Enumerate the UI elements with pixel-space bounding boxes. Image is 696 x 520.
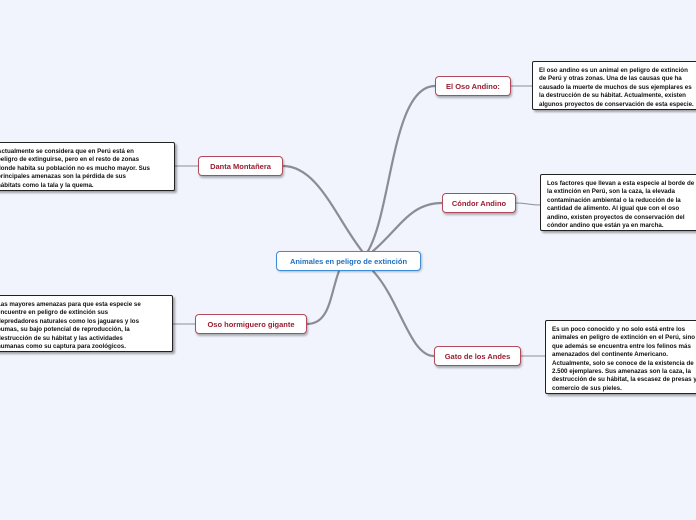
note-line: causado la muerte de muchos de sus ejemp…: [539, 83, 692, 91]
topic-oso-andino[interactable]: El Oso Andino:: [435, 76, 511, 96]
note-line: comercio de sus pieles.: [552, 384, 622, 392]
note-line: donde habita su población no es mucho ma…: [0, 164, 150, 172]
note-line: peligro de extinguirse, pero en el resto…: [0, 156, 140, 164]
connector-condor: [371, 201, 444, 253]
note-line: Es un poco conocido y no solo está entre…: [552, 326, 686, 333]
note-line: humanas como su captura para zoológicos.: [0, 343, 126, 351]
note-line: cantidad de alimento. Al igual que con e…: [547, 205, 680, 213]
note-line: de Perú y otras zonas. Una de las causas…: [539, 75, 682, 83]
note-line: principales amenazas son la pérdida de s…: [0, 173, 126, 181]
note-danta-montanera[interactable]: Actualmente se considera que en Perú est…: [0, 142, 175, 191]
note-oso-hormiguero[interactable]: Las mayores amenazas para que esta espec…: [0, 295, 173, 352]
topic-oso-andino-label: El Oso Andino:: [446, 81, 500, 91]
note-line: Los factores que llevan a esta especie a…: [547, 180, 695, 187]
topic-danta-montanera-label: Danta Montañera: [210, 161, 271, 171]
note-line: animales en peligro de extinción en el P…: [552, 334, 696, 342]
topic-gato-andes-label: Gato de los Andes: [444, 351, 511, 361]
topic-condor-andino-label: Cóndor Andino: [451, 198, 507, 208]
topic-gato-andes[interactable]: Gato de los Andes: [434, 346, 521, 366]
note-line: El oso andino es un animal en peligro de…: [539, 67, 688, 74]
note-line: algunos proyectos de conservación de est…: [539, 100, 694, 108]
note-line: la destrucción de su hábitat. Actualment…: [539, 92, 686, 100]
connector-danta: [281, 164, 364, 253]
note-line: amenazados del continente Americano.: [552, 351, 668, 359]
note-line: la extinción en Perú, son la caza, la el…: [547, 188, 675, 196]
central-topic[interactable]: Animales en peligro de extinción: [276, 251, 421, 271]
topic-oso-hormiguero[interactable]: Oso hormiguero gigante: [195, 314, 307, 334]
connector-oso-andino: [366, 84, 437, 253]
note-line: pumas, su bajo potencial de reproducción…: [0, 326, 130, 334]
topic-danta-montanera[interactable]: Danta Montañera: [198, 156, 283, 176]
note-line: cóndor andino que están ya en marcha.: [547, 222, 664, 230]
connector-condor-note: [515, 202, 541, 206]
connector-gato: [371, 269, 436, 358]
note-line: hábitats como la tala y la quema.: [0, 181, 94, 189]
note-line: destrucción de su hábitat, la escasez de…: [552, 376, 696, 384]
note-line: encuentre en peligro de extinción sus: [0, 309, 109, 317]
note-line: contaminación ambiental o la reducción d…: [547, 196, 681, 204]
note-line: andino, existen proyectos de conservació…: [547, 213, 685, 221]
note-line: destrucción de su hábitat y las activida…: [0, 334, 123, 342]
note-line: Las mayores amenazas para que esta espec…: [0, 301, 141, 308]
note-line: 2.500 ejemplares. Sus amenazas son la ca…: [552, 368, 691, 376]
note-line: Actualmente se considera que en Perú est…: [0, 148, 134, 155]
note-line: que además se encuentra entre los felino…: [552, 342, 691, 350]
note-oso-andino[interactable]: El oso andino es un animal en peligro de…: [532, 61, 696, 110]
connector-hormiguero: [305, 269, 341, 326]
central-topic-label: Animales en peligro de extinción: [289, 256, 408, 266]
topic-condor-andino[interactable]: Cóndor Andino: [442, 193, 516, 213]
note-condor-andino[interactable]: Los factores que llevan a esta especie a…: [540, 174, 696, 231]
note-line: Actualmente, solo se conoce de la existe…: [552, 359, 694, 367]
note-gato-andes[interactable]: Es un poco conocido y no solo está entre…: [545, 320, 696, 394]
note-line: depredadores naturales como los jaguares…: [0, 317, 140, 325]
topic-oso-hormiguero-label: Oso hormiguero gigante: [207, 319, 295, 329]
